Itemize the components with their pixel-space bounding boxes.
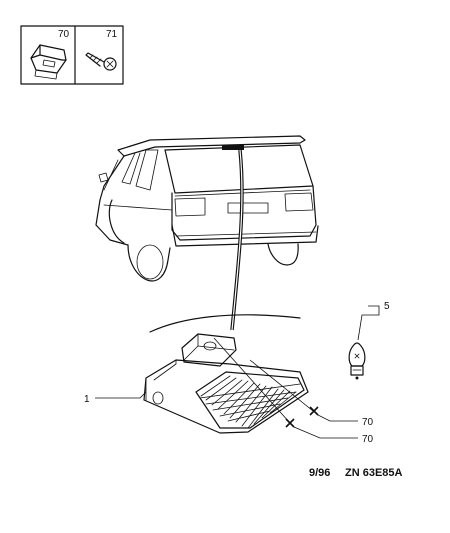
footer-date: 9/96 <box>309 467 330 479</box>
vehicle-illustration <box>95 135 319 282</box>
inset-ref-71: 71 <box>106 29 118 40</box>
fixing-point-upper <box>309 406 319 416</box>
callout-70-upper: 70 <box>362 417 374 428</box>
bulb-icon <box>348 342 366 380</box>
clip-nut-icon <box>30 44 67 80</box>
location-pointer <box>230 149 244 331</box>
inset-ref-70: 70 <box>58 29 70 40</box>
roof-contour-line <box>149 314 301 333</box>
footer-ref-code: ZN 63E85A <box>345 467 403 479</box>
fixings-inset: 70 71 <box>20 25 124 85</box>
leader-lines <box>95 305 380 439</box>
callout-1: 1 <box>84 394 90 405</box>
brake-light-housing <box>143 333 309 434</box>
third-brake-light-marker <box>222 145 244 150</box>
lens-grille <box>195 371 305 429</box>
callout-70-lower: 70 <box>362 434 374 445</box>
callout-5: 5 <box>384 301 390 312</box>
screw-icon <box>85 52 117 71</box>
